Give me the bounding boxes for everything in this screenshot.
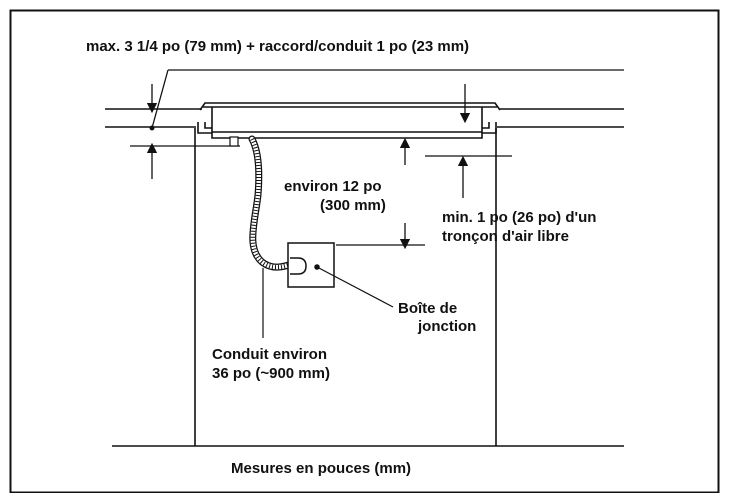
countertop: [105, 108, 624, 128]
distance-label-line1: environ 12 po: [284, 178, 382, 195]
footer-label: Mesures en pouces (mm): [231, 460, 411, 477]
conduit-label-line2: 36 po (~900 mm): [212, 365, 330, 382]
max-height-dimension: [130, 69, 624, 179]
conduit-label-line1: Conduit environ: [212, 346, 327, 363]
distance-dimension: [336, 137, 512, 250]
cooktop: [197, 102, 501, 139]
max-height-label: max. 3 1/4 po (79 mm) + raccord/conduit …: [86, 38, 469, 55]
conduit-hose: [229, 135, 296, 271]
clearance-label-line2: tronçon d'air libre: [442, 228, 569, 245]
diagram-border: [9, 9, 720, 493]
cabinet: [112, 128, 624, 447]
junction-label-line2: jonction: [417, 318, 476, 335]
distance-label-line2: (300 mm): [320, 197, 386, 214]
clearance-label-line1: min. 1 po (26 po) d'un: [442, 209, 596, 226]
leader-lines: [262, 266, 394, 338]
junction-label-line1: Boîte de: [398, 300, 457, 317]
junction-box: [287, 242, 335, 288]
